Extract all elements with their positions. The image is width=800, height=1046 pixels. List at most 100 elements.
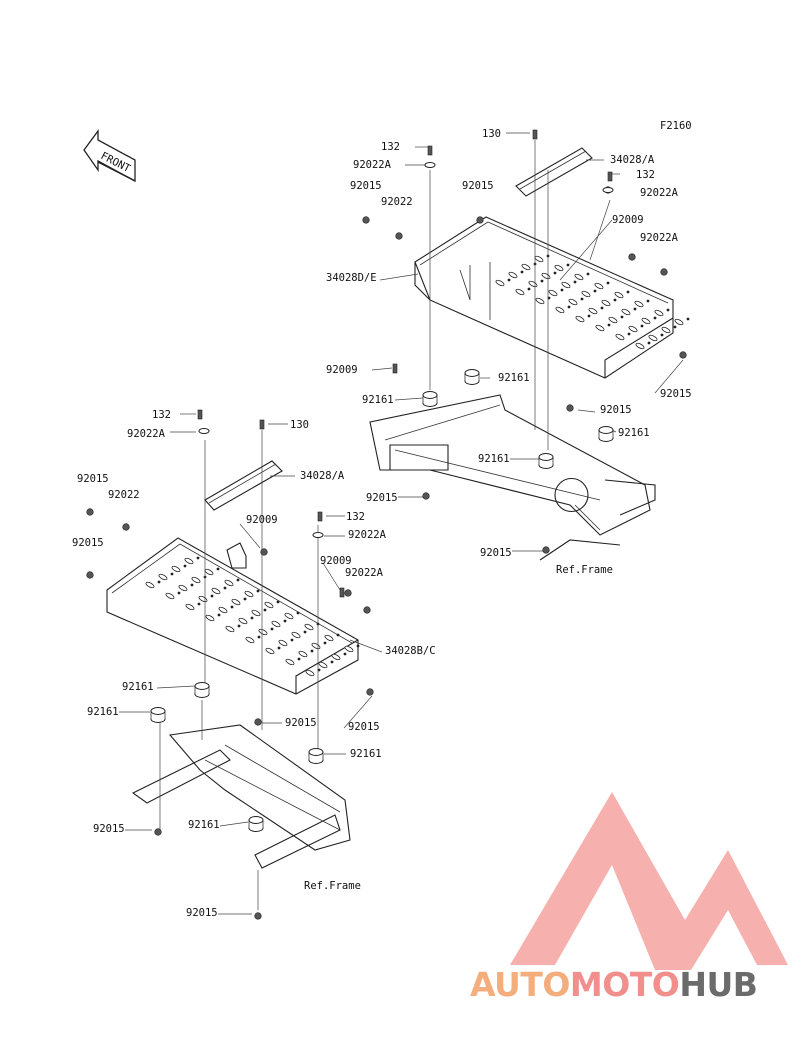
leader-lines [119, 132, 684, 915]
platform-hole [263, 608, 267, 612]
wordmark-auto: AUTO [470, 965, 570, 1004]
platform-slot [231, 598, 241, 606]
platform-hole [197, 602, 201, 606]
platform-slot [555, 306, 565, 314]
platform-hole [310, 649, 314, 653]
bolt-icon [259, 419, 265, 430]
bushing-top [598, 426, 614, 434]
bolt-icon [197, 409, 203, 420]
platform-slot [495, 279, 505, 287]
nut-icon [362, 216, 370, 224]
nut-icon [422, 492, 430, 500]
platform-hole [276, 600, 280, 604]
leader-line [589, 199, 611, 261]
platform-hole [157, 580, 161, 584]
label-34028bc: 34028B/C [385, 645, 436, 657]
platform-hole [606, 281, 610, 285]
platform-slot [285, 658, 295, 666]
platform-slot [575, 315, 585, 323]
bolt-icon [427, 145, 433, 156]
bushing-top [422, 391, 438, 399]
platform-slot [621, 308, 631, 316]
label-92009-upper-left: 92009 [326, 364, 358, 376]
label-92009-lower-a: 92009 [246, 514, 278, 526]
platform-hole [646, 299, 650, 303]
platform-hole [507, 278, 511, 282]
nut-icon [566, 404, 574, 412]
platform-hole [336, 633, 340, 637]
leader-line [349, 639, 383, 653]
platform-slot [588, 307, 598, 315]
platform-slot [211, 587, 221, 595]
leader-line [156, 685, 196, 689]
label-92015-upper-e: 92015 [480, 547, 512, 559]
platform-hole [633, 307, 637, 311]
platform-slot [198, 595, 208, 603]
platform-hole [573, 280, 577, 284]
platform-slot [634, 300, 644, 308]
leader-line [394, 397, 424, 401]
nut-icon [344, 589, 352, 597]
label-92022-lower: 92022 [108, 489, 140, 501]
platform-slot [265, 647, 275, 655]
platform-slot [178, 584, 188, 592]
bushing-top [308, 748, 324, 756]
platform-hole [243, 597, 247, 601]
platform-hole [686, 317, 690, 321]
label-92015-lower-c: 92015 [285, 717, 317, 729]
platform-hole [177, 591, 181, 595]
platform-slot [185, 603, 195, 611]
label-92161-lower-a: 92161 [122, 681, 154, 693]
platform-slot [344, 645, 354, 653]
nuts-bolts [86, 129, 687, 920]
platform-slot [165, 592, 175, 600]
platform-hole [250, 616, 254, 620]
platform-slot [278, 639, 288, 647]
platform-hole [297, 657, 301, 661]
label-92161-upper-b: 92161 [362, 394, 394, 406]
nut-icon [628, 253, 636, 261]
label-92161-upper-a: 92161 [498, 372, 530, 384]
label-92161-lower-b: 92161 [87, 706, 119, 718]
platform-hole [343, 652, 347, 656]
nut-icon [260, 548, 268, 556]
platform-hole [660, 333, 664, 337]
platform-slot [554, 264, 564, 272]
nut-icon [363, 606, 371, 614]
platform-hole [190, 583, 194, 587]
label-132-lower-right: 132 [346, 511, 365, 523]
nut-icon [679, 351, 687, 359]
platform-slot [628, 325, 638, 333]
platform-hole [620, 315, 624, 319]
platform-slot [311, 642, 321, 650]
label-92015-upper-right: 92015 [660, 388, 692, 400]
platform-slot [258, 628, 268, 636]
label-34028de: 34028D/E [326, 272, 377, 284]
platform-slot [244, 590, 254, 598]
platform-hole [323, 641, 327, 645]
bushing-top [194, 682, 210, 690]
platform-slot [264, 601, 274, 609]
label-92015-upper-c: 92015 [600, 404, 632, 416]
leader-line [322, 562, 341, 591]
label-92009-lower-b: 92009 [320, 555, 352, 567]
label-92015-upper-d: 92015 [366, 492, 398, 504]
platform-slot [324, 634, 334, 642]
platform-hole [277, 646, 281, 650]
platform-slot [331, 653, 341, 661]
platform-hole [520, 270, 524, 274]
platform-slot [508, 271, 518, 279]
platform-slot [541, 272, 551, 280]
bolt-icon [607, 171, 613, 182]
platform-slot [205, 614, 215, 622]
platform-hole [183, 564, 187, 568]
platform-slot [548, 289, 558, 297]
platform-hole [217, 613, 221, 617]
label-92015-upper-mid: 92015 [462, 180, 494, 192]
label-132-lower-left: 132 [152, 409, 171, 421]
bushing-top [538, 453, 554, 461]
label-34028a-upper: 34028/A [610, 154, 655, 166]
bolt-icon [392, 363, 398, 374]
nut-icon [122, 523, 130, 531]
